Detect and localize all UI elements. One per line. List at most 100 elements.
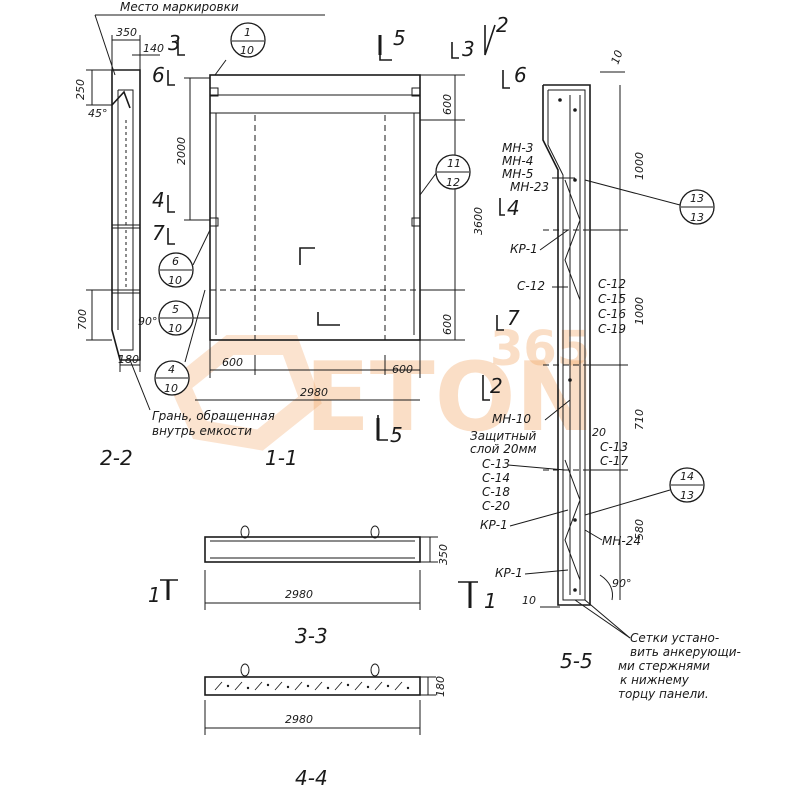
nets-note-line4: к нижнему bbox=[620, 673, 690, 687]
dim-10-top: 10 bbox=[609, 48, 626, 66]
dim-2000: 2000 bbox=[175, 137, 188, 165]
svg-text:14: 14 bbox=[680, 470, 694, 483]
dim-600-top: 600 bbox=[441, 94, 454, 115]
svg-text:12: 12 bbox=[446, 176, 460, 189]
watermark-number: 365 bbox=[490, 321, 590, 377]
cut-mark-1-left: 1 bbox=[148, 583, 161, 607]
svg-text:10: 10 bbox=[240, 44, 254, 57]
rebar-mn24: МН-24 bbox=[602, 534, 641, 548]
svg-text:4: 4 bbox=[168, 363, 175, 376]
rebar-c13-right: С-13 bbox=[600, 440, 628, 454]
cut-mark-3-right: 3 bbox=[462, 37, 475, 61]
svg-text:13: 13 bbox=[680, 489, 694, 502]
section-title-5-5: 5-5 bbox=[560, 649, 593, 673]
svg-text:11: 11 bbox=[447, 157, 461, 170]
dim-710: 710 bbox=[633, 409, 646, 430]
section-2-2: Место маркировки 350 140 250 45° 700 90° bbox=[74, 0, 325, 470]
rebar-c12-right: С-12 bbox=[598, 277, 626, 291]
section-title-4-4: 4-4 bbox=[295, 766, 328, 790]
dim-600-right: 600 bbox=[392, 363, 413, 376]
dim-180: 180 bbox=[118, 353, 139, 366]
nets-note-line2: вить анкерующи- bbox=[630, 645, 741, 659]
svg-text:10: 10 bbox=[168, 274, 182, 287]
dim-2980-section33: 2980 bbox=[285, 588, 313, 601]
svg-text:6: 6 bbox=[172, 255, 179, 268]
cut-mark-2-bottom: 2 bbox=[490, 374, 503, 398]
face-note-line1: Грань, обращенная bbox=[152, 409, 275, 423]
cut-mark-5-top: 5 bbox=[393, 26, 406, 50]
section-1-1: 2000 600 3600 600 600 600 2980 3 6 4 7 5… bbox=[152, 13, 527, 470]
nets-note-line3: ми стержнями bbox=[618, 659, 710, 673]
rebar-c14: С-14 bbox=[482, 471, 510, 485]
rebar-mn4: МН-4 bbox=[502, 154, 533, 168]
section-title-1-1: 1-1 bbox=[265, 446, 298, 470]
dim-45-deg: 45° bbox=[88, 107, 108, 120]
dim-350-section33: 350 bbox=[437, 544, 450, 565]
dim-90-deg: 90° bbox=[138, 315, 158, 328]
svg-text:1: 1 bbox=[244, 26, 251, 39]
dim-140: 140 bbox=[143, 42, 164, 55]
dim-600-left: 600 bbox=[222, 356, 243, 369]
dim-90-deg-bottom: 90° bbox=[612, 577, 632, 590]
callout-14-13: 14 13 bbox=[584, 467, 705, 516]
cut-mark-4-left: 4 bbox=[152, 188, 165, 212]
rebar-kr1-middle: КР-1 bbox=[480, 518, 508, 532]
cut-mark-7-left: 7 bbox=[152, 221, 165, 245]
callout-6-10: 6 10 bbox=[158, 229, 211, 288]
svg-text:13: 13 bbox=[690, 211, 704, 224]
rebar-c17: С-17 bbox=[600, 454, 628, 468]
callout-1-10: 1 10 bbox=[214, 22, 266, 76]
section-3-3: 350 2980 1 1 3-3 bbox=[148, 525, 497, 648]
callout-11-12: 11 12 bbox=[419, 154, 471, 196]
dim-600-bottom: 600 bbox=[441, 314, 454, 335]
protective-layer-line2: слой 20мм bbox=[470, 442, 537, 456]
dim-10-bottom: 10 bbox=[522, 594, 536, 607]
svg-text:13: 13 bbox=[690, 192, 704, 205]
dim-2980-section44: 2980 bbox=[285, 713, 313, 726]
rebar-kr1-upper: КР-1 bbox=[510, 242, 538, 256]
protective-layer-line1: Защитный bbox=[470, 429, 536, 443]
face-note-line2: внутрь емкости bbox=[152, 424, 252, 438]
dim-20: 20 bbox=[592, 426, 606, 439]
svg-text:10: 10 bbox=[164, 382, 178, 395]
section-4-4: 180 2980 4-4 bbox=[204, 663, 447, 790]
section-title-2-2: 2-2 bbox=[100, 446, 133, 470]
watermark: ETON 365 bbox=[167, 321, 595, 453]
dim-3600: 3600 bbox=[472, 207, 485, 235]
rebar-c18: С-18 bbox=[482, 485, 510, 499]
rebar-mn5: МН-5 bbox=[502, 167, 533, 181]
callout-4-10: 4 10 bbox=[154, 289, 206, 396]
cut-mark-7-right: 7 bbox=[507, 306, 520, 330]
rebar-c20: С-20 bbox=[482, 499, 510, 513]
dim-580: 580 bbox=[633, 519, 646, 540]
rebar-c12-left: С-12 bbox=[517, 279, 545, 293]
nets-note-line5: торцу панели. bbox=[618, 687, 709, 701]
dim-2980-main: 2980 bbox=[300, 386, 328, 399]
callout-5-10: 5 10 bbox=[158, 300, 210, 336]
cut-mark-3-left: 3 bbox=[168, 31, 181, 55]
cut-mark-6-right: 6 bbox=[514, 63, 527, 87]
cut-mark-2-top: 2 bbox=[496, 13, 509, 37]
section-5-5: 10 1000 1000 710 580 МН-3 МН-4 МН-5 МН-2… bbox=[470, 48, 741, 701]
svg-text:5: 5 bbox=[172, 303, 179, 316]
watermark-text: ETON bbox=[305, 343, 595, 453]
rebar-c15: С-15 bbox=[598, 292, 626, 306]
rebar-kr1-lower: КР-1 bbox=[495, 566, 523, 580]
dim-350-top: 350 bbox=[116, 26, 137, 39]
cut-mark-1-right: 1 bbox=[484, 589, 497, 613]
rebar-c16: С-16 bbox=[598, 307, 626, 321]
rebar-mn10: МН-10 bbox=[492, 412, 531, 426]
section-title-3-3: 3-3 bbox=[295, 624, 328, 648]
rebar-mn23: МН-23 bbox=[510, 180, 549, 194]
cut-mark-5-bottom: 5 bbox=[390, 423, 403, 447]
rebar-c19: С-19 bbox=[598, 322, 626, 336]
dim-700: 700 bbox=[76, 309, 89, 330]
rebar-c13-left: С-13 bbox=[482, 457, 510, 471]
rebar-mn3: МН-3 bbox=[502, 141, 533, 155]
cut-mark-4-right: 4 bbox=[507, 196, 520, 220]
dim-1000-lower: 1000 bbox=[633, 297, 646, 325]
dim-250: 250 bbox=[74, 79, 87, 100]
dim-1000-upper: 1000 bbox=[633, 152, 646, 180]
